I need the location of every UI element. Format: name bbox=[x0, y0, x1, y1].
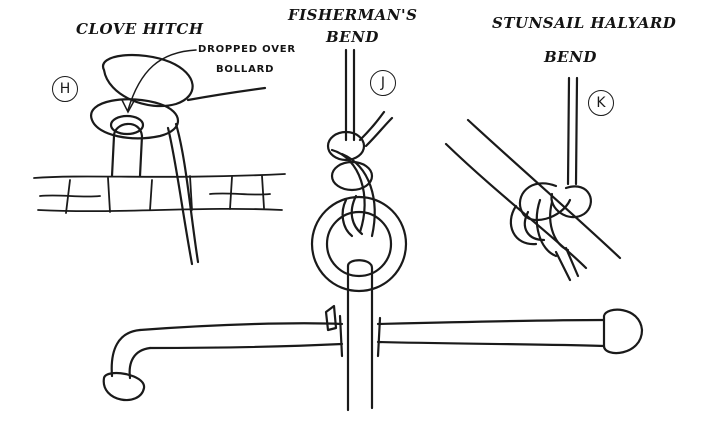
stunsail-rope bbox=[566, 76, 571, 186]
callout-arrow bbox=[121, 49, 197, 114]
anchor-stock-left-ball bbox=[102, 371, 146, 402]
panel-k-badge: K bbox=[588, 90, 614, 116]
panel-j-badge: J bbox=[370, 70, 396, 96]
anchor-stock-bottom-left bbox=[148, 342, 344, 350]
anchor-shank-right bbox=[346, 259, 374, 410]
stunsail-halyard-title-line1: STUNSAIL HALYARD bbox=[492, 14, 677, 32]
clove-hitch-hanging-end bbox=[166, 126, 194, 266]
fishermans-bend-title-line1: FISHERMAN'S bbox=[288, 6, 418, 24]
stunsail-rope-2 bbox=[574, 76, 579, 186]
anchor-stock-left-bend bbox=[110, 328, 142, 378]
clove-hitch-callout-line2: BOLLARD bbox=[216, 64, 275, 75]
spar-bottom-edge bbox=[444, 142, 588, 270]
anchor-stock-bottom-right bbox=[376, 340, 606, 348]
bollard bbox=[109, 114, 145, 178]
anchor-stock-top-right bbox=[376, 318, 606, 326]
fishermans-bend-drawing bbox=[102, 48, 644, 412]
panel-h-badge: H bbox=[52, 76, 78, 102]
clove-hitch-callout-line1: DROPPED OVER bbox=[198, 44, 296, 55]
clove-hitch-drawing bbox=[33, 49, 286, 266]
fishermans-bend-ring-outer bbox=[310, 195, 408, 293]
clove-hitch-title: CLOVE HITCH bbox=[76, 20, 204, 38]
anchor-collar bbox=[338, 314, 382, 358]
fishermans-bend-ring-inner bbox=[325, 210, 393, 278]
anchor-stock-top-left bbox=[138, 322, 344, 332]
stunsail-knot bbox=[509, 182, 592, 258]
anchor-key bbox=[324, 304, 338, 332]
stone-wall bbox=[33, 173, 286, 214]
stunsail-halyard-title-line2: BEND bbox=[544, 48, 597, 66]
clove-hitch-standing-part bbox=[186, 86, 267, 102]
clove-hitch-lower-loop bbox=[90, 98, 179, 140]
stunsail-tail bbox=[554, 250, 572, 282]
clove-hitch-upper-loop bbox=[101, 53, 194, 108]
anchor-stock-left-bend-2 bbox=[128, 346, 152, 380]
stunsail-tail-2 bbox=[564, 246, 580, 278]
anchor-stock-right-ball bbox=[602, 308, 644, 355]
spar-top-edge bbox=[466, 118, 622, 260]
fishermans-bend-title-line2: BEND bbox=[326, 28, 379, 46]
fishermans-bend-knot bbox=[326, 110, 394, 238]
stunsail-halyard-bend-drawing bbox=[444, 76, 622, 282]
clove-hitch-hanging-end-2 bbox=[174, 122, 200, 264]
